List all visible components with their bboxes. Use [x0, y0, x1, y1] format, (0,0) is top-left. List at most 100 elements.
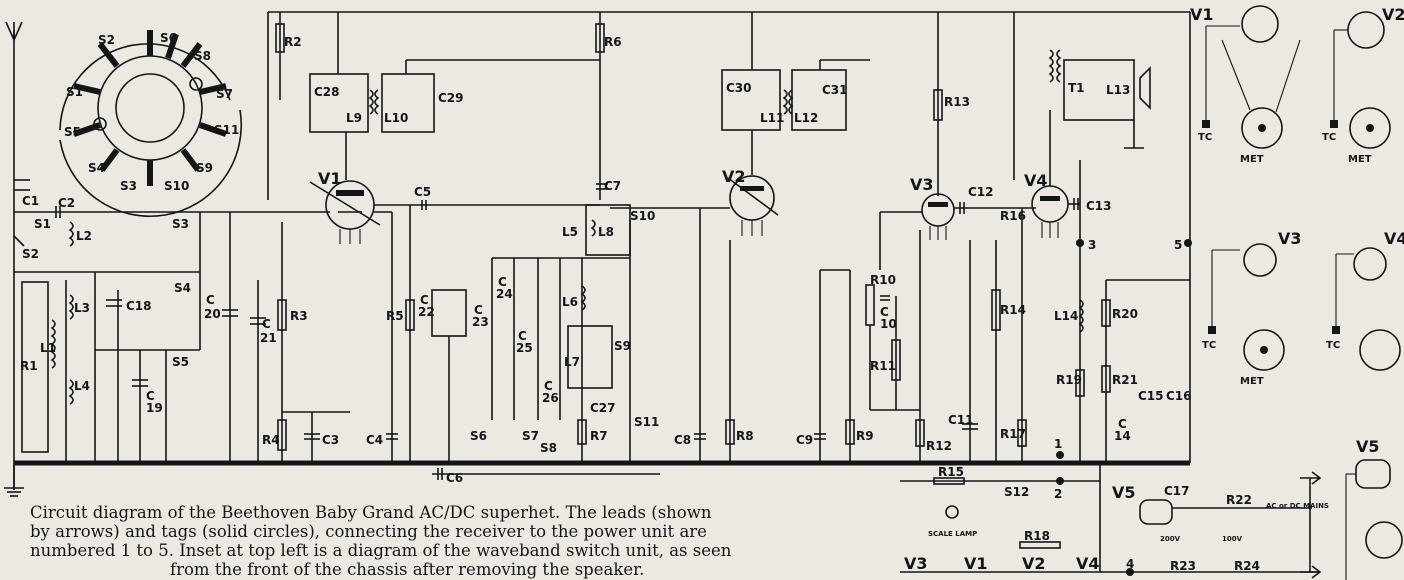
- svg-text:L11: L11: [760, 111, 784, 125]
- svg-text:R7: R7: [590, 429, 608, 443]
- svg-text:V4: V4: [1024, 171, 1048, 190]
- svg-text:V3: V3: [910, 175, 934, 194]
- svg-text:25: 25: [516, 341, 533, 355]
- svg-text:S6: S6: [160, 31, 177, 45]
- svg-text:3: 3: [1088, 238, 1096, 252]
- svg-text:S7: S7: [522, 429, 539, 443]
- svg-text:R23: R23: [1170, 559, 1196, 573]
- svg-text:R15: R15: [938, 465, 964, 479]
- svg-text:5: 5: [1174, 238, 1182, 252]
- caption-line-4: from the front of the chassis after remo…: [170, 560, 645, 579]
- svg-text:L2: L2: [76, 229, 92, 243]
- svg-text:C: C: [420, 293, 429, 307]
- mains-label: AC or DC MAINS: [1266, 502, 1329, 510]
- svg-text:V1: V1: [964, 554, 988, 573]
- svg-text:C11: C11: [948, 413, 974, 427]
- svg-text:C: C: [262, 317, 271, 331]
- svg-text:R13: R13: [944, 95, 970, 109]
- svg-text:MET: MET: [1348, 154, 1372, 165]
- svg-text:T1: T1: [1068, 81, 1085, 95]
- caption-line-2: by arrows) and tags (solid circles), con…: [30, 522, 707, 541]
- svg-text:C17: C17: [1164, 484, 1190, 498]
- valve-v4: V4: [1024, 171, 1069, 238]
- svg-text:L6: L6: [562, 295, 578, 309]
- svg-text:C: C: [1118, 417, 1127, 431]
- svg-text:C12: C12: [968, 185, 994, 199]
- scale-lamp-label: SCALE LAMP: [928, 530, 977, 538]
- svg-text:L8: L8: [598, 225, 614, 239]
- svg-text:S11: S11: [634, 415, 659, 429]
- svg-text:R5: R5: [386, 309, 404, 323]
- svg-text:S12: S12: [1004, 485, 1029, 499]
- svg-text:S9: S9: [614, 339, 631, 353]
- svg-text:S8: S8: [194, 49, 211, 63]
- svg-text:C9: C9: [796, 433, 813, 447]
- svg-text:R6: R6: [604, 35, 622, 49]
- svg-text:S8: S8: [540, 441, 557, 455]
- svg-text:C: C: [206, 293, 215, 307]
- svg-text:S3: S3: [120, 179, 137, 193]
- valve-base-views: V1 MET TC V2 MET TC V3 MET TC V4 TC: [1190, 5, 1404, 580]
- svg-text:C28: C28: [314, 85, 340, 99]
- waveband-switch-inset: S2 S6 S8 S1 S7 S5 S11 S4 S3 S10 S9: [59, 30, 243, 217]
- svg-text:MET: MET: [1240, 154, 1264, 165]
- svg-text:S2: S2: [98, 33, 115, 47]
- svg-text:1: 1: [1054, 437, 1062, 451]
- svg-text:S9: S9: [196, 161, 213, 175]
- svg-text:R2: R2: [284, 35, 302, 49]
- earth-icon: [4, 465, 24, 497]
- svg-text:22: 22: [418, 305, 435, 319]
- svg-text:C: C: [880, 305, 889, 319]
- svg-text:R12: R12: [926, 439, 952, 453]
- svg-text:S5: S5: [172, 355, 189, 369]
- svg-text:V4: V4: [1384, 229, 1404, 248]
- svg-text:L9: L9: [346, 111, 362, 125]
- svg-text:C: C: [474, 303, 483, 317]
- svg-text:V3: V3: [904, 554, 928, 573]
- svg-text:S2: S2: [22, 247, 39, 261]
- svg-text:TC: TC: [1322, 132, 1336, 143]
- svg-text:S10: S10: [164, 179, 189, 193]
- svg-text:C1: C1: [22, 194, 39, 208]
- caption-line-1: Circuit diagram of the Beethoven Baby Gr…: [30, 503, 712, 522]
- valve-v3: V3: [910, 175, 955, 240]
- svg-text:19: 19: [146, 401, 163, 415]
- svg-text:26: 26: [542, 391, 559, 405]
- svg-text:L3: L3: [74, 301, 90, 315]
- svg-text:R24: R24: [1234, 559, 1260, 573]
- svg-text:R20: R20: [1112, 307, 1138, 321]
- svg-text:V3: V3: [1278, 229, 1302, 248]
- svg-text:L12: L12: [794, 111, 818, 125]
- svg-text:C15: C15: [1138, 389, 1164, 403]
- svg-text:21: 21: [260, 331, 277, 345]
- svg-text:2: 2: [1054, 487, 1062, 501]
- svg-text:C: C: [498, 275, 507, 289]
- tap-100v: 100V: [1222, 535, 1243, 543]
- svg-text:R10: R10: [870, 273, 896, 287]
- svg-text:4: 4: [1126, 557, 1134, 571]
- svg-text:C4: C4: [366, 433, 383, 447]
- svg-text:L5: L5: [562, 225, 578, 239]
- svg-text:C7: C7: [604, 179, 621, 193]
- svg-text:C: C: [544, 379, 553, 393]
- svg-text:R21: R21: [1112, 373, 1138, 387]
- svg-text:S11: S11: [214, 123, 239, 137]
- svg-text:R18: R18: [1024, 529, 1050, 543]
- svg-text:24: 24: [496, 287, 513, 301]
- aerial-icon: [5, 21, 23, 490]
- svg-text:V1: V1: [1190, 5, 1214, 24]
- svg-text:TC: TC: [1202, 340, 1216, 351]
- svg-text:R16: R16: [1000, 209, 1026, 223]
- svg-text:R14: R14: [1000, 303, 1026, 317]
- svg-text:S3: S3: [172, 217, 189, 231]
- svg-text:L4: L4: [74, 379, 90, 393]
- svg-text:S10: S10: [630, 209, 655, 223]
- svg-text:L13: L13: [1106, 83, 1130, 97]
- svg-text:C3: C3: [322, 433, 339, 447]
- svg-text:C30: C30: [726, 81, 752, 95]
- valve-v1: V1: [309, 169, 381, 244]
- svg-text:C16: C16: [1166, 389, 1192, 403]
- svg-text:R1: R1: [20, 359, 38, 373]
- caption-line-3: numbered 1 to 5. Inset at top left is a …: [30, 541, 732, 560]
- svg-text:L7: L7: [564, 355, 580, 369]
